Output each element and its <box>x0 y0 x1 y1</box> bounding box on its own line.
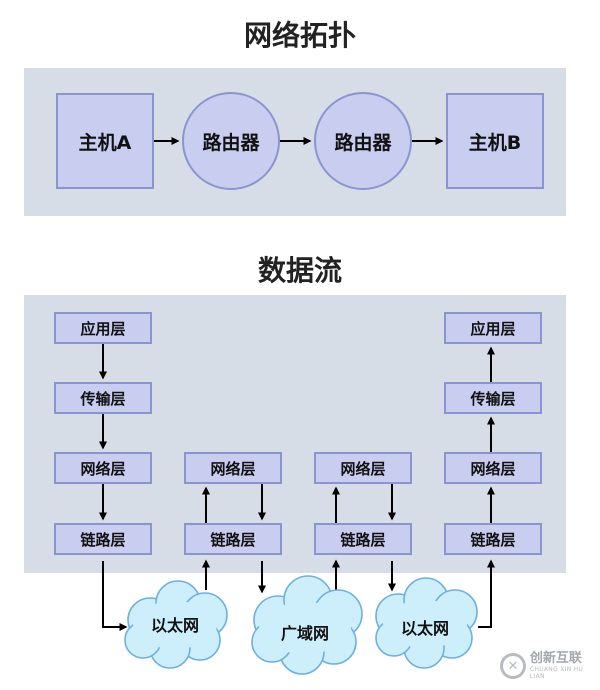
left-to-ethernet-arrow <box>102 561 128 631</box>
router1-network-layer: 网络层 <box>184 452 282 484</box>
logo-sub: CHUANG XIN HU LIAN <box>529 666 584 680</box>
left-network-layer: 网络层 <box>54 452 152 484</box>
right-transport-layer: 传输层 <box>444 382 542 414</box>
left-link-label: 链路层 <box>80 530 126 549</box>
ethernet-cloud-2-icon <box>375 577 478 669</box>
ethernet-cloud-2-label: 以太网 <box>400 619 449 638</box>
topology-title: 网络拓扑 <box>243 19 356 52</box>
logo-text-block: 创新互联 CHUANG XIN HU LIAN <box>529 651 600 681</box>
left-transport-layer: 传输层 <box>54 382 152 414</box>
router1-link-label: 链路层 <box>210 530 256 549</box>
right-application-label: 应用层 <box>470 319 516 338</box>
right-transport-label: 传输层 <box>470 389 516 408</box>
router1-link-layer: 链路层 <box>184 523 282 555</box>
left-network-label: 网络层 <box>80 459 126 478</box>
router-1-node: 路由器 <box>182 92 280 190</box>
ethernet-to-right-arrow <box>478 559 495 628</box>
left-transport-label: 传输层 <box>80 389 126 408</box>
right-link-layer: 链路层 <box>444 523 542 555</box>
router2-link-layer: 链路层 <box>314 523 412 555</box>
chuangxin-logo-icon: ✕ <box>500 653 526 679</box>
router-2-node: 路由器 <box>314 92 412 190</box>
router2-network-label: 网络层 <box>340 459 386 478</box>
host-a-label: 主机A <box>78 131 132 154</box>
ethernet-cloud-1-icon <box>124 580 228 669</box>
wan-cloud-icon <box>251 575 363 675</box>
right-link-label: 链路层 <box>470 530 516 549</box>
host-b-node: 主机B <box>446 93 544 189</box>
router-1-label: 路由器 <box>202 131 260 154</box>
right-application-layer: 应用层 <box>444 312 542 344</box>
router-2-label: 路由器 <box>334 131 392 154</box>
left-application-label: 应用层 <box>80 319 126 338</box>
host-b-label: 主机B <box>468 131 522 154</box>
left-application-layer: 应用层 <box>54 312 152 344</box>
logo-name: 创新互联 <box>529 651 582 666</box>
ethernet-cloud-1-label: 以太网 <box>150 616 199 635</box>
dataflow-title: 数据流 <box>257 254 342 287</box>
router1-network-label: 网络层 <box>210 459 256 478</box>
router2-link-label: 链路层 <box>340 530 386 549</box>
right-network-layer: 网络层 <box>444 452 542 484</box>
right-network-label: 网络层 <box>470 459 516 478</box>
host-a-node: 主机A <box>56 93 154 189</box>
router2-network-layer: 网络层 <box>314 452 412 484</box>
chuangxin-logo: ✕ 创新互联 CHUANG XIN HU LIAN <box>500 648 600 684</box>
wan-cloud-label: 广域网 <box>280 624 329 643</box>
left-link-layer: 链路层 <box>54 523 152 555</box>
